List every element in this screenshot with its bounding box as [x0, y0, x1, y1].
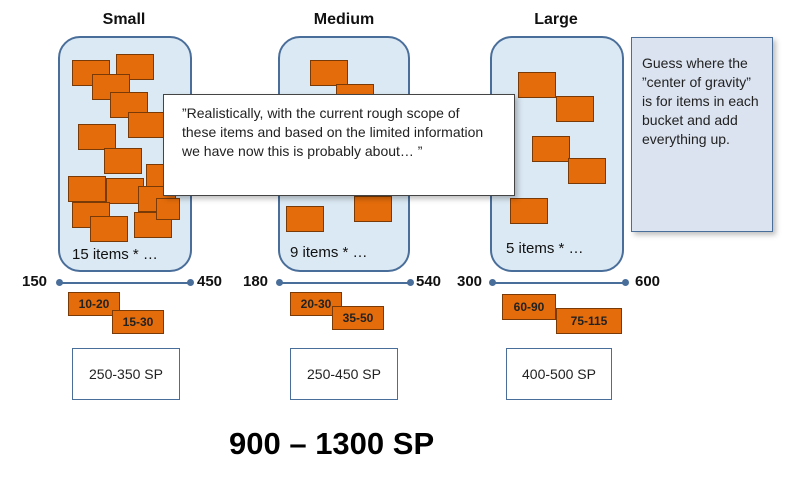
total-estimate: 900 – 1300 SP [229, 426, 435, 461]
axis-line-small [59, 282, 189, 284]
axis-line-large [492, 282, 624, 284]
bucket-count-medium: 9 items * … [290, 244, 368, 261]
item-card [116, 54, 154, 80]
range-low-large: 60-90 [502, 294, 556, 320]
center-of-gravity-note: Guess where the ”center of gravity” is f… [631, 37, 773, 232]
item-card [68, 176, 106, 202]
item-card [72, 60, 110, 86]
item-card [532, 136, 570, 162]
axis-min-medium: 180 [243, 273, 269, 290]
range-high-small: 15-30 [112, 310, 164, 334]
axis-max-medium: 540 [416, 273, 442, 290]
item-card [310, 60, 348, 86]
sp-estimate-large: 400-500 SP [506, 348, 612, 400]
axis-end-dot [622, 279, 629, 286]
axis-min-small: 150 [22, 273, 48, 290]
axis-min-large: 300 [457, 273, 483, 290]
axis-line-medium [279, 282, 409, 284]
item-card [128, 112, 166, 138]
sp-estimate-medium: 250-450 SP [290, 348, 398, 400]
range-high-large: 75-115 [556, 308, 622, 334]
sp-estimate-small: 250-350 SP [72, 348, 180, 400]
bucket-count-small: 15 items * … [72, 246, 158, 263]
scope-callout: ”Realistically, with the current rough s… [163, 94, 515, 196]
item-card [354, 196, 392, 222]
item-card [78, 124, 116, 150]
bucket-title-small: Small [102, 11, 146, 28]
item-card [104, 148, 142, 174]
axis-max-large: 600 [635, 273, 661, 290]
bucket-title-large: Large [534, 11, 578, 28]
bucket-title-medium: Medium [313, 11, 375, 28]
item-card [518, 72, 556, 98]
item-card [286, 206, 324, 232]
axis-end-dot [407, 279, 414, 286]
axis-max-small: 450 [197, 273, 223, 290]
bucket-count-large: 5 items * … [506, 240, 584, 257]
axis-end-dot [187, 279, 194, 286]
item-card [510, 198, 548, 224]
item-card [568, 158, 606, 184]
item-card [90, 216, 128, 242]
range-low-small: 10-20 [68, 292, 120, 316]
item-card [156, 198, 180, 220]
item-card [556, 96, 594, 122]
range-high-medium: 35-50 [332, 306, 384, 330]
